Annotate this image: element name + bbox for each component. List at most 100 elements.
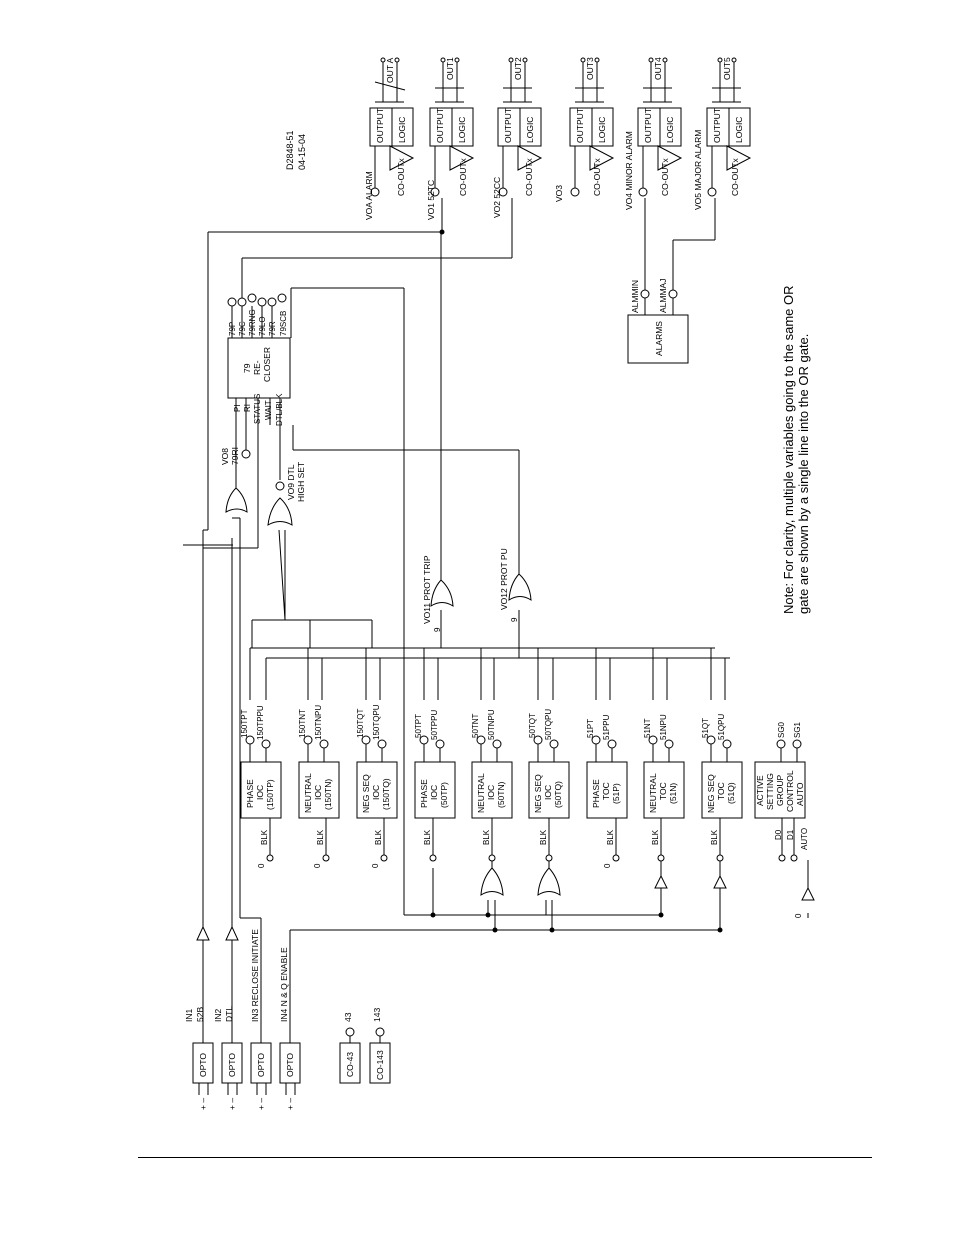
protection-element-150tp: PHASE IOC (150TP) 150TPT 150TPPU BLK 0 [240,705,282,868]
recloser-input-ri: RI [243,404,252,412]
vo12-count: 9 [510,617,519,622]
output-box-bottom: LOGIC [397,117,407,143]
element-blk-label: BLK [651,829,660,845]
opto-box-label: OPTO [198,1053,208,1077]
vo11-count: 9 [433,627,442,632]
contact-label: OUT A [385,57,395,83]
output-box-top: OUTPUT [503,108,513,143]
vo8-line2: 79RI [230,447,240,465]
output-block-3: OUTPUT LOGIC CO-OUTx VO3 OUT3 [554,57,615,202]
recloser-output-79p: 79P [228,322,237,336]
recloser-line3: CLOSER [262,347,272,382]
element-line3: (150TQ) [381,778,391,810]
element-pu-label: 150TQPU [372,704,381,740]
opto-polarity: + – [256,1098,266,1110]
protection-elements: PHASE IOC (150TP) 150TPT 150TPPU BLK 0 N… [240,704,743,868]
recloser-line1: 79 [242,363,252,373]
element-blk-label: BLK [710,829,719,845]
recloser-input-wait: WAIT [264,400,273,420]
opto-box-label: OPTO [285,1053,295,1077]
element-zero: 0 [371,863,380,868]
opto-input-1: OPTO + – IN1 52B [184,1007,214,1110]
note-line-2: gate are shown by a single line into the… [796,334,811,614]
output-blocks: OUTPUT LOGIC CO-OUTx VOA ALARM OUT A OUT… [364,57,752,220]
output-block-1: OUTPUT LOGIC CO-OUTx VO1 52TC OUT1 [426,57,475,220]
element-line3: (50TN) [496,781,506,808]
alarms-box-label: ALARMS [654,321,664,356]
recloser-input-status: STATUS [253,394,262,424]
contact-label: OUT1 [445,57,455,80]
sg-zero: 0 [794,913,803,918]
protection-element-50tp: PHASE IOC (50TP) 50TPT 50TPPU BLK [414,710,456,862]
element-zero: 0 [603,863,612,868]
element-line3: (50TQ) [553,781,563,808]
opto-polarity: + – [198,1098,208,1110]
element-blk-label: BLK [539,829,548,845]
output-block-2: OUTPUT LOGIC CO-OUTx VO2 52CC OUT2 [492,57,543,218]
opto-input-line1: IN2 [213,1009,223,1023]
opto-input-line1: IN4 N & Q ENABLE [279,947,289,1022]
sg-line1: ACTIVE [755,775,765,806]
element-blk-label: BLK [374,829,383,845]
opto-input-3: OPTO + – IN3 RECLOSE INITIATE [250,929,272,1110]
opto-input-2: OPTO + – IN2 DTL [213,1006,243,1110]
wiring [183,130,809,1030]
element-trip-label: 51PT [586,719,595,738]
element-line2: IOC [543,785,553,800]
element-line1: NEG SEQ [361,774,371,813]
element-line1: PHASE [419,779,429,808]
co-outx-label: CO-OUTx [396,157,406,196]
element-line2: IOC [371,785,381,800]
element-line3: (51P) [611,783,621,804]
element-line3: (50TP) [439,782,449,808]
co-outx-label: CO-OUTx [524,157,534,196]
contact-label: OUT5 [722,57,732,80]
switch-out-label: 43 [343,1012,353,1022]
recloser-block: 79 RE- CLOSER PI RI STATUS WAIT DTL/BLK … [227,288,292,426]
element-line2: IOC [313,785,323,800]
element-blk-label: BLK [606,829,615,845]
output-block-a: OUTPUT LOGIC CO-OUTx VOA ALARM OUT A [364,57,415,220]
vo8-line1: VO8 [220,448,230,465]
opto-polarity: + – [285,1098,295,1110]
co-outx-label: CO-OUTx [660,157,670,196]
switch-box-label: CO-43 [345,1052,355,1077]
element-trip-label: 51QT [701,718,710,738]
element-trip-label: 50TPT [414,714,423,738]
vo-label: VOA ALARM [364,171,374,220]
element-trip-label: 51NT [643,718,652,738]
protection-element-51q: NEG SEQ TOC (51Q) 51QT 51QPU BLK [701,714,743,862]
element-line2: IOC [429,785,439,800]
opto-input-line2: 52B [195,1007,205,1022]
protection-element-51n: NEUTRAL TOC (51N) 51NT 51NPU BLK [643,714,685,862]
switch-box-label: CO-143 [375,1050,385,1080]
sg-line5: AUTO [795,782,805,806]
opto-box-label: OPTO [256,1053,266,1077]
element-blk-label: BLK [482,829,491,845]
opto-input-line1: IN3 RECLOSE INITIATE [250,929,260,1022]
setting-group-block: ACTIVE SETTING GROUP CONTROL AUTO SG0 SG… [754,721,809,918]
element-blk-label: BLK [423,829,432,845]
contact-label: OUT2 [513,57,523,80]
element-line3: (150TN) [323,779,333,810]
output-box-top: OUTPUT [435,108,445,143]
protection-element-50tq: NEG SEQ IOC (50TQ) 50TQT 50TQPU BLK [528,709,570,862]
opto-box-label: OPTO [227,1053,237,1077]
output-box-bottom: LOGIC [665,117,675,143]
vo-label: VO4 MINOR ALARM [624,131,634,210]
output-block-5: OUTPUT LOGIC CO-OUTx VO5 MAJOR ALARM OUT… [693,57,752,210]
element-pu-label: 51NPU [659,714,668,740]
protection-element-51p: PHASE TOC (51P) 51PT 51PPU BLK 0 [586,714,628,868]
element-pu-label: 50TNPU [487,709,496,740]
figure-id: D2848-51 [285,130,295,170]
output-box-bottom: LOGIC [457,117,467,143]
sg-in-d1: D1 [786,829,795,840]
element-pu-label: 150TNPU [314,705,323,740]
footer-rule [138,1157,872,1158]
sg-out-sg1: SG1 [793,721,802,738]
sg-line4: CONTROL [785,770,795,812]
protection-element-50tn: NEUTRAL IOC (50TN) 50TNT 50TNPU BLK [471,709,513,862]
element-line1: NEUTRAL [303,773,313,813]
protection-element-150tn: NEUTRAL IOC (150TN) 150TNT 150TNPU BLK 0 [298,705,340,868]
